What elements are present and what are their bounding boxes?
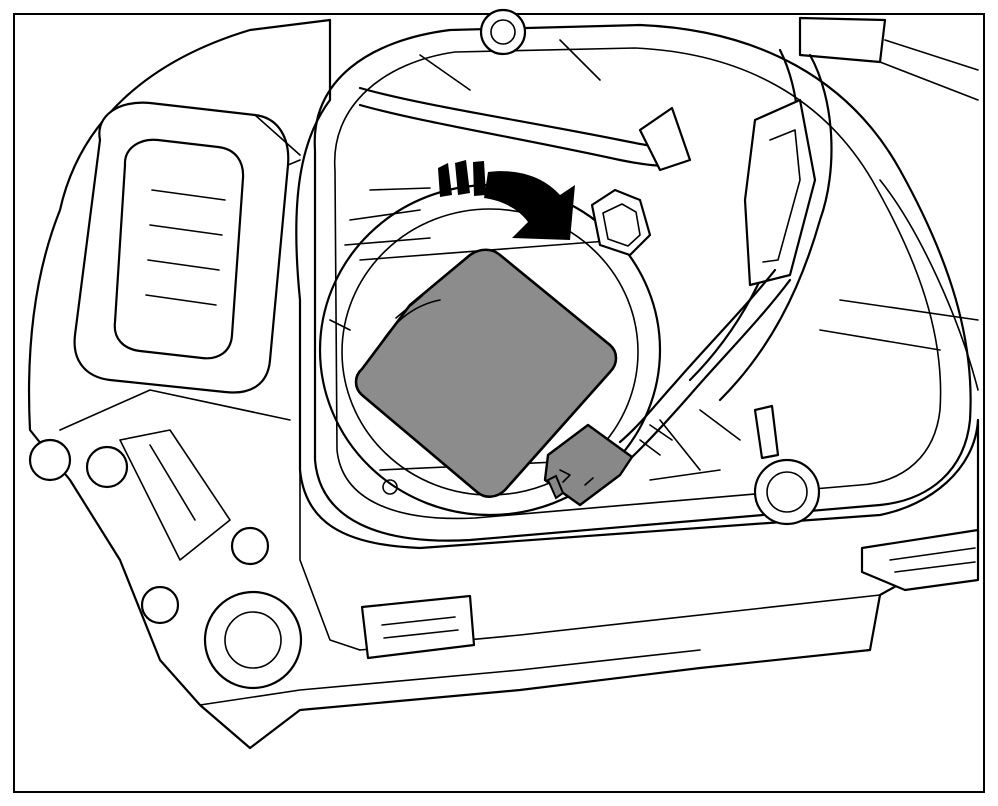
control-module-icon <box>354 248 618 498</box>
lower-left-bosses <box>28 389 303 690</box>
right-side-parts <box>688 16 979 402</box>
lower-tab <box>360 594 476 660</box>
lower-right-parts <box>649 404 980 592</box>
curved-rotate-arrow-icon <box>438 160 575 240</box>
inner-frame <box>313 23 972 542</box>
left-connector-housing <box>73 101 301 394</box>
top-mounting-boss <box>479 8 527 56</box>
wire-connector-icon <box>543 268 792 507</box>
screw-hole <box>382 479 398 495</box>
upper-wiring <box>344 39 692 257</box>
